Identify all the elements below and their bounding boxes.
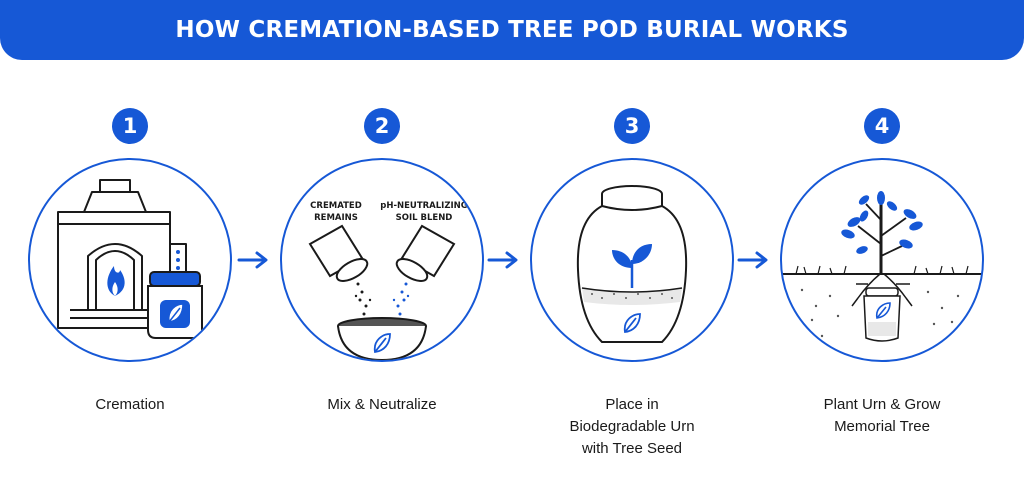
svg-text:REMAINS: REMAINS xyxy=(314,213,358,223)
arrow-right-icon xyxy=(737,250,771,270)
tree-icon xyxy=(782,191,982,342)
step-illustration: CREMATED REMAINS pH-NEUTRALIZING SOIL BL… xyxy=(280,158,484,362)
step-1: 1 xyxy=(28,108,232,488)
arrow-right-icon xyxy=(237,250,271,270)
cremation-furnace-icon xyxy=(57,179,203,339)
step-2: 2 CREMATED REMAINS pH-NEUTRALIZING SOIL … xyxy=(280,108,484,488)
step-caption: Place in Biodegradable Urn with Tree See… xyxy=(569,396,695,457)
page-title: HOW CREMATION-BASED TREE POD BURIAL WORK… xyxy=(175,17,849,43)
arrow-right-icon xyxy=(487,250,521,270)
svg-text:SOIL BLEND: SOIL BLEND xyxy=(396,213,453,223)
biodegradable-urn-icon xyxy=(576,185,688,343)
step-4: 4 xyxy=(780,108,984,488)
step-3: 3 Place in Biodegradable Urn with Tree S… xyxy=(530,108,734,488)
svg-text:CREMATED: CREMATED xyxy=(310,201,362,211)
step-number-badge: 3 xyxy=(614,108,650,144)
step-number-badge: 4 xyxy=(864,108,900,144)
step-number-badge: 2 xyxy=(364,108,400,144)
step-number-badge: 1 xyxy=(112,108,148,144)
step-caption: Mix & Neutralize xyxy=(327,396,437,413)
step-caption: Cremation xyxy=(95,396,165,413)
header-banner: HOW CREMATION-BASED TREE POD BURIAL WORK… xyxy=(0,0,1024,60)
mixing-bowl-icon: CREMATED REMAINS pH-NEUTRALIZING SOIL BL… xyxy=(308,201,468,360)
svg-text:pH-NEUTRALIZING: pH-NEUTRALIZING xyxy=(380,201,467,211)
step-illustration xyxy=(28,158,232,362)
ash-urn-icon xyxy=(147,271,203,339)
step-caption: Plant Urn & Grow Memorial Tree xyxy=(823,396,941,435)
step-illustration xyxy=(780,158,984,362)
step-illustration xyxy=(530,158,734,362)
